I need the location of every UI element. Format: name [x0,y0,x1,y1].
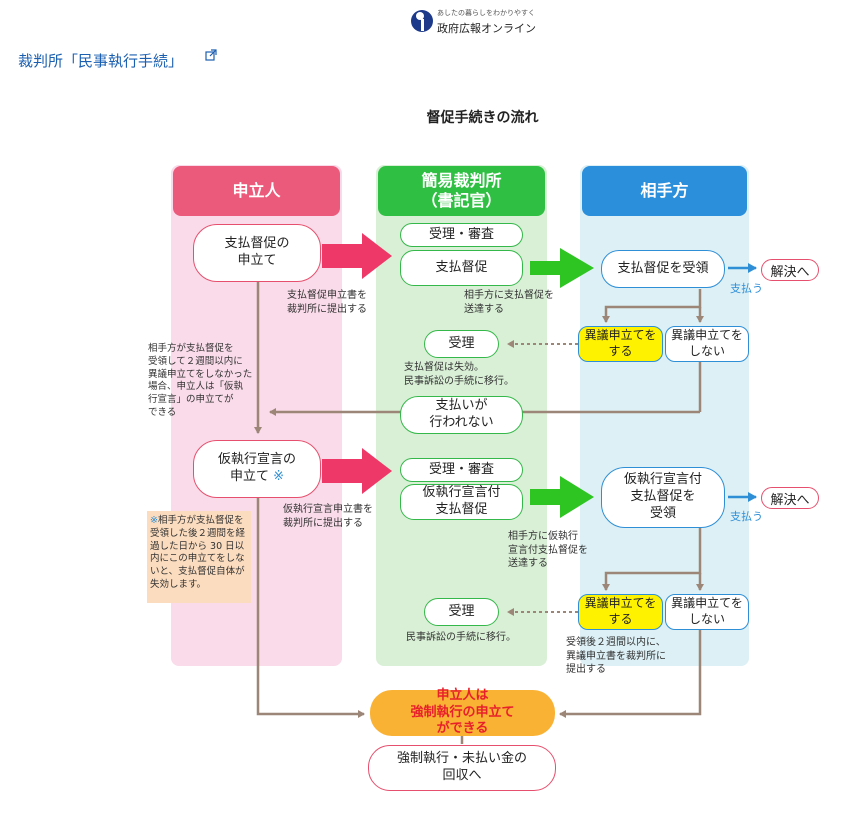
node-apply-order-line2: 申立て [237,253,277,268]
node-no-object-1: 異議申立てを しない [665,326,749,362]
node-not-paid-line2: 行われない [429,415,494,430]
lane-opponent [580,165,749,666]
node-object-1-line1: 異議申立てを [584,328,657,343]
node-receive-provisional-line1: 仮執行宣言付 [623,472,702,488]
node-no-object-2-line1: 異議申立てを [671,596,743,611]
node-no-object-2-line2: しない [688,612,725,626]
note-send-1: 相手方に支払督促を送達する [464,290,554,315]
node-receive-provisional-line2: 支払督促を [630,489,696,505]
node-resolved-2: 解決へ [761,487,819,509]
node-receive-provisional-line3: 受領 [649,505,676,521]
node-pay-order: 支払督促 [400,250,523,286]
pink-arrow-2 [322,448,392,494]
court-head-line1: 簡易裁判所 [421,171,502,190]
note-asterisk: ※相手方が支払督促を受領した後２週間を経過した日から 30 日以内にこの申立てを… [147,511,251,603]
note-submit-1: 支払督促申立書を裁判所に提出する [287,290,367,315]
node-apply-provisional: 仮執行宣言の 申立て ※ [193,440,321,498]
node-enforcement-ready: 申立人は 強制執行の申立て ができる [370,687,555,737]
note-two-weeks: 相手方が支払督促を受領して２週間以内に異議申立てをしなかった場合、申立人は「仮執… [148,343,253,419]
node-apply-order: 支払督促の 申立て [193,224,321,282]
node-object-1-line2: する [608,344,633,358]
node-no-object-1-line1: 異議申立てを [671,328,743,343]
node-not-paid-line1: 支払いが [435,398,488,414]
node-resolved-1: 解決へ [761,259,819,281]
court-head-line2: （書記官） [421,191,502,210]
note-lawsuit-2: 民事訴訟の手続に移行。 [406,632,516,643]
green-arrow-2 [530,476,594,518]
connector-provisional-to-object2 [602,528,702,591]
node-accept-1: 受理 [424,330,499,358]
node-enforcement-ready-line2: 強制執行の申立て [410,704,515,720]
node-apply-provisional-line1: 仮執行宣言の [217,452,296,468]
lane-head-opponent: 相手方 [582,166,747,216]
node-object-1: 異議申立てを する [578,326,663,362]
pink-arrow-1 [322,233,392,279]
connector-applicant-to-enforcement [256,498,365,718]
diagram-title: 督促手続きの流れ [426,110,539,126]
node-object-2-line2: する [608,612,633,626]
node-receive-provisional: 仮執行宣言付 支払督促を 受領 [601,467,725,528]
node-object-2: 異議申立てを する [578,594,663,630]
note-send-2: 相手方に仮執行宣言付支払督促を送達する [508,531,588,569]
node-enforcement-ready-line1: 申立人は [436,687,489,703]
note-within-2: 受領後２週間以内に、異議申立書を裁判所に提出する [566,637,666,675]
node-accept-2: 受理 [424,598,499,626]
node-apply-order-line1: 支払督促の [224,236,290,252]
note-pay-2: 支払う [730,510,763,523]
node-enforcement-line2: 回収へ [442,768,482,783]
note-invalid-1: 支払督促は失効。民事訴訟の手続に移行。 [404,362,514,387]
node-not-paid: 支払いが 行われない [400,396,523,434]
logo-mark-icon [411,10,433,32]
connector-receive-to-object1 [602,289,702,323]
source-link[interactable]: 裁判所「民事執行手続」 [18,52,184,70]
node-receipt-2: 受理・審査 [400,458,523,482]
node-enforcement-line1: 強制執行・未払い金の [396,751,527,767]
lane-head-applicant: 申立人 [173,166,340,216]
node-provisional-order-line2: 支払督促 [435,502,488,517]
gov-logo[interactable]: あしたの暮らしをわかりやすく 政府広報オンライン [410,5,550,39]
node-object-2-line1: 異議申立てを [584,596,657,611]
node-apply-provisional-line2: 申立て ※ [229,469,285,484]
node-no-object-1-line2: しない [688,344,725,358]
green-arrow-1 [530,248,594,288]
connector-opponent-to-enforcement [559,628,702,718]
note-pay-1: 支払う [730,282,763,295]
node-enforcement-ready-line3: ができる [436,721,489,737]
note-submit-2: 仮執行宣言申立書を裁判所に提出する [283,504,373,529]
node-receipt-1: 受理・審査 [400,223,523,247]
node-receive-order: 支払督促を受領 [601,250,725,288]
node-provisional-order: 仮執行宣言付 支払督促 [400,484,523,520]
lane-head-court: 簡易裁判所 （書記官） [378,166,545,216]
external-link-icon[interactable] [205,49,217,61]
logo-tagline: あしたの暮らしをわかりやすく [437,9,535,17]
node-no-object-2: 異議申立てを しない [665,594,749,630]
node-enforcement: 強制執行・未払い金の 回収へ [368,745,556,791]
node-provisional-order-line1: 仮執行宣言付 [422,485,501,501]
logo-name: 政府広報オンライン [437,22,536,35]
